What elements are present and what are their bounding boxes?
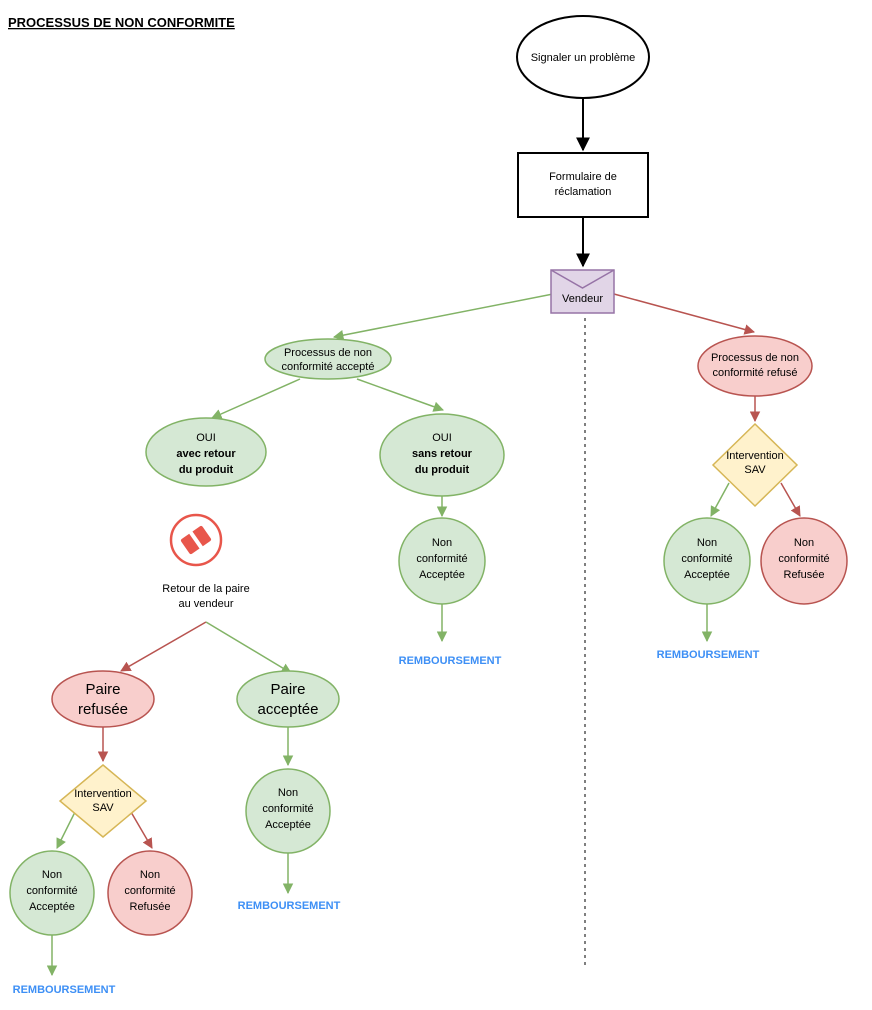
edge-sav-ncref-left — [130, 811, 153, 849]
refund-label-left: REMBOURSEMENT — [13, 984, 116, 996]
sav-left-line1: Intervention — [74, 788, 131, 800]
nc-refused-left-node: Non conformité Refusée — [107, 850, 193, 936]
without-return-node: OUI sans retour du produit — [379, 413, 505, 497]
nc-right-acc-line1: Non — [697, 537, 717, 549]
nc-left-acc-line2: conformité — [26, 885, 77, 897]
sav-left-node: Intervention SAV — [58, 764, 148, 838]
nc-center-line3: Acceptée — [265, 819, 311, 831]
sav-right-line2: SAV — [744, 464, 766, 476]
edge-sav-ncacc-right — [710, 482, 730, 517]
without-return-line3: du produit — [415, 464, 470, 476]
nc-refused-right-node: Non conformité Refusée — [760, 517, 848, 605]
nc-right-ref-line2: conformité — [778, 553, 829, 565]
nc-left-ref-line2: conformité — [124, 885, 175, 897]
nc-center-line2: conformité — [262, 803, 313, 815]
with-return-line3: du produit — [179, 464, 234, 476]
form-label-line2: réclamation — [555, 186, 612, 198]
refused-label-line1: Processus de non — [711, 352, 799, 364]
refund-label-center: REMBOURSEMENT — [238, 900, 341, 912]
accepted-label-line1: Processus de non — [284, 347, 372, 359]
edge-return-pairrefused — [120, 621, 207, 672]
return-label-line2: au vendeur — [178, 598, 233, 610]
accepted-process-node: Processus de non conformité accepté — [264, 338, 392, 380]
edge-vendor-accepted — [332, 293, 554, 341]
edge-sav-ncacc-left — [56, 811, 76, 849]
with-return-node: OUI avec retour du produit — [145, 417, 267, 487]
without-return-line2: sans retour — [412, 448, 473, 460]
return-box-icon — [169, 513, 223, 567]
pair-accepted-line2: acceptée — [258, 701, 319, 718]
nc-right-ref-line1: Non — [794, 537, 814, 549]
nc-accepted-right-node: Non conformité Acceptée — [663, 517, 751, 605]
nc-left-ref-line1: Non — [140, 869, 160, 881]
nc-mid-line1: Non — [432, 537, 452, 549]
nc-right-ref-line3: Refusée — [784, 569, 825, 581]
edge-accepted-withoutreturn — [356, 378, 444, 412]
edge-accepted-withreturn — [211, 378, 301, 419]
edge-sav-ncref-right — [780, 482, 801, 517]
pair-accepted-line1: Paire — [270, 681, 305, 698]
refund-label-mid: REMBOURSEMENT — [399, 655, 502, 667]
refund-label-right: REMBOURSEMENT — [657, 649, 760, 661]
refused-process-node: Processus de non conformité refusé — [697, 335, 813, 397]
accepted-label-line2: conformité accepté — [282, 361, 375, 373]
return-label-line1: Retour de la paire — [162, 583, 249, 595]
nc-accepted-mid-node: Non conformité Acceptée — [398, 517, 486, 605]
nc-center-line1: Non — [278, 787, 298, 799]
sav-right-line1: Intervention — [726, 450, 783, 462]
start-node: Signaler un problème — [516, 15, 650, 99]
pair-refused-node: Paire refusée — [51, 670, 155, 728]
nc-left-acc-line1: Non — [42, 869, 62, 881]
form-node: Formulaire de réclamation — [517, 152, 649, 218]
sav-left-line2: SAV — [92, 802, 114, 814]
nc-mid-line2: conformité — [416, 553, 467, 565]
pair-refused-line2: refusée — [78, 701, 128, 718]
form-label-line1: Formulaire de — [549, 171, 617, 183]
envelope-icon — [550, 269, 615, 289]
vendor-label: Vendeur — [562, 293, 603, 305]
nc-accepted-left-node: Non conformité Acceptée — [9, 850, 95, 936]
with-return-line2: avec retour — [176, 448, 236, 460]
return-node: Retour de la paire au vendeur — [162, 513, 250, 610]
vendor-node: Vendeur — [550, 269, 615, 314]
without-return-line1: OUI — [432, 432, 452, 444]
refused-label-line2: conformité refusé — [713, 367, 798, 379]
nc-accepted-center-node: Non conformité Acceptée — [245, 768, 331, 854]
nc-left-acc-line3: Acceptée — [29, 901, 75, 913]
edge-vendor-refused — [613, 293, 756, 335]
diagram-title: PROCESSUS DE NON CONFORMITE — [8, 15, 235, 30]
edge-return-pairaccepted — [205, 621, 292, 674]
nc-left-ref-line3: Refusée — [130, 901, 171, 913]
pair-accepted-node: Paire acceptée — [236, 670, 340, 728]
pair-refused-line1: Paire — [85, 681, 120, 698]
nc-right-acc-line2: conformité — [681, 553, 732, 565]
edges — [46, 98, 801, 977]
start-label: Signaler un problème — [531, 52, 636, 64]
sav-right-node: Intervention SAV — [711, 422, 799, 508]
nc-right-acc-line3: Acceptée — [684, 569, 730, 581]
nc-mid-line3: Acceptée — [419, 569, 465, 581]
with-return-line1: OUI — [196, 432, 216, 444]
